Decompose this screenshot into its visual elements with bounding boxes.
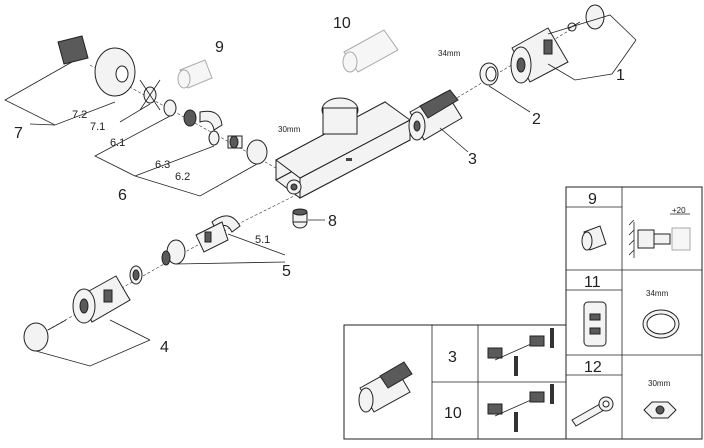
callout-6-3: 6.3 — [155, 159, 170, 171]
part-7-union — [57, 35, 161, 111]
legend-nut-30-icon — [643, 401, 677, 419]
legend-hot-cold-icon-3 — [487, 328, 554, 376]
part-4-handle — [23, 265, 143, 352]
callout-6: 6 — [118, 187, 127, 204]
legend-filter-icon — [581, 225, 607, 251]
dimension-34mm: 34mm — [438, 49, 461, 58]
callout-3: 3 — [468, 151, 477, 168]
callout-2: 2 — [532, 111, 541, 128]
part-3-cartridge — [408, 89, 463, 141]
legend-offset: +20 — [672, 206, 686, 215]
legend-ring-34-icon — [642, 309, 680, 339]
part-1-handle — [510, 4, 605, 84]
legend-item-11: 11 — [584, 274, 601, 291]
callout-5-1: 5.1 — [255, 234, 270, 246]
callout-9: 9 — [215, 39, 224, 56]
part-2-ring — [479, 62, 499, 86]
legend-hot-cold-icon-10 — [487, 384, 554, 432]
callout-5: 5 — [282, 263, 291, 280]
callout-10: 10 — [333, 15, 351, 32]
legend-offset-drawing — [628, 213, 691, 258]
part-10-cartridge-ghost — [342, 29, 399, 73]
callout-4: 4 — [160, 339, 169, 356]
callout-7-2: 7.2 — [72, 109, 87, 121]
legend-item-10: 10 — [444, 405, 462, 422]
legend-item-9: 9 — [588, 191, 597, 208]
legend-nut-30mm: 30mm — [648, 379, 671, 388]
legend-item-12: 12 — [584, 359, 602, 376]
legend-cartridge-icon — [358, 361, 413, 413]
part-6-connector — [163, 99, 268, 165]
callout-6-2: 6.2 — [175, 171, 190, 183]
dimension-30mm: 30mm — [278, 125, 301, 134]
callout-1: 1 — [616, 67, 625, 84]
callout-8: 8 — [328, 213, 337, 230]
legend-nut-34mm: 34mm — [646, 289, 669, 298]
callout-7: 7 — [14, 125, 23, 142]
legend-cartridge-11-icon — [583, 301, 607, 347]
valve-body — [275, 97, 411, 199]
legend-item-3: 3 — [448, 349, 457, 366]
legend-wrench-12-icon — [571, 396, 614, 427]
part-5-connector — [161, 215, 241, 266]
callout-7-1: 7.1 — [90, 121, 105, 133]
part-8-filter — [292, 208, 308, 229]
part-9-filter-ghost — [177, 59, 213, 89]
